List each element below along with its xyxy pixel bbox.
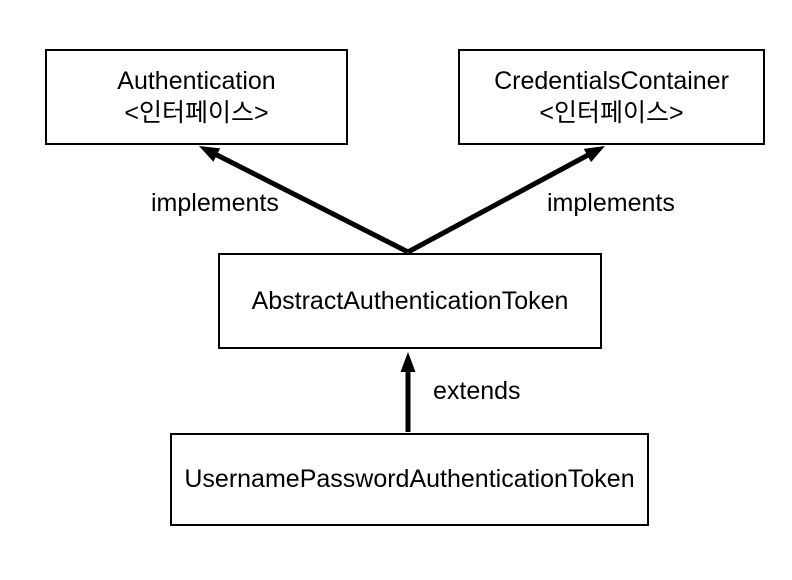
node-authentication: Authentication <인터페이스> [45,49,348,145]
implements-arrow-right [406,146,605,255]
node-abstract-authentication-token: AbstractAuthenticationToken [218,253,602,349]
node-username-password-authentication-token-title: UsernamePasswordAuthenticationToken [184,465,635,494]
node-authentication-title: Authentication [117,66,276,95]
edge-label-extends: extends [433,377,521,405]
node-credentials-container: CredentialsContainer <인터페이스> [458,49,765,145]
edge-label-implements-left: implements [151,189,279,217]
node-credentials-container-title: CredentialsContainer [494,66,729,95]
edge-label-implements-right: implements [547,189,675,217]
implements-arrow-left [199,146,410,255]
node-credentials-container-stereotype: <인터페이스> [539,99,684,127]
node-authentication-stereotype: <인터페이스> [124,99,269,127]
node-username-password-authentication-token: UsernamePasswordAuthenticationToken [170,433,649,526]
node-abstract-authentication-token-title: AbstractAuthenticationToken [251,286,569,315]
extends-arrow [400,352,416,432]
